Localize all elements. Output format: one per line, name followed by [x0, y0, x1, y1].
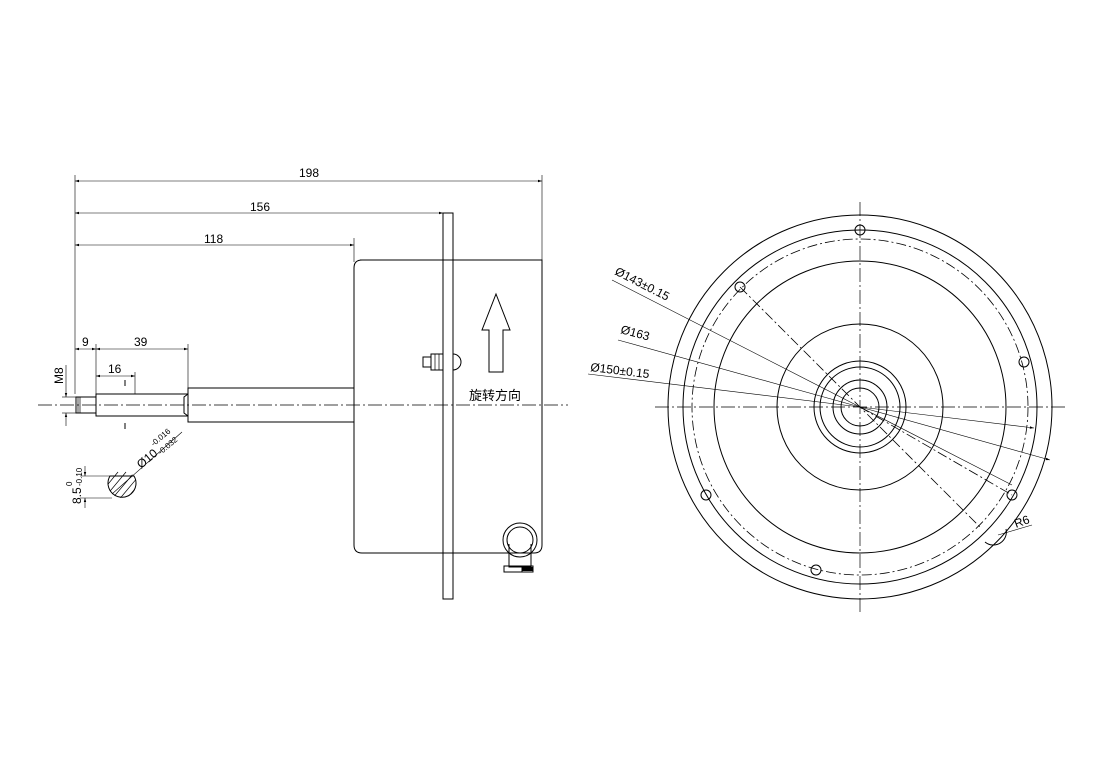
- flange-bolt: [422, 353, 462, 371]
- boss-mid-circle: [819, 366, 901, 448]
- dim-9-label: 9: [82, 335, 89, 349]
- dim-39-label: 39: [134, 335, 148, 349]
- dim-flange-length: 156: [75, 200, 443, 215]
- leader-pcd-143: [611, 279, 861, 408]
- hub-circle: [776, 323, 944, 491]
- body-circle: [713, 260, 1007, 554]
- shaft: [75, 387, 355, 423]
- dim-keyway: 16: [96, 362, 136, 394]
- front-view: Ø143±0.15 Ø163 Ø150±0.15 R6: [587, 202, 1065, 612]
- shaft-diameter-label: Ø10 -0.016 -0.032: [134, 426, 180, 471]
- dim-156-label: 156: [250, 200, 270, 214]
- shaft-flat-tol-upper: 0: [65, 481, 74, 486]
- dim-118-label: 118: [204, 232, 223, 246]
- dim-overall-length: 198: [74, 166, 543, 394]
- dim-m8-label: M8: [52, 367, 66, 384]
- leader-pcd-143-ext: [859, 406, 1013, 486]
- dim-thread: M8: [52, 365, 76, 426]
- label-radius-r6: R6: [1012, 512, 1032, 531]
- label-pcd-143: Ø143±0.15: [613, 264, 672, 304]
- boss-outer-circle: [813, 360, 907, 454]
- shaft-flat-tol-lower: -0.10: [75, 467, 84, 486]
- cable-gland: [502, 522, 538, 573]
- rotation-label: 旋转方向: [469, 388, 521, 404]
- shaft-flat-value: 8.5: [70, 487, 84, 504]
- side-view: 旋转方向 198 156 118: [38, 166, 568, 600]
- dim-16-label: 16: [108, 362, 122, 376]
- leader-dia-150-ext: [859, 406, 1035, 429]
- motor-body: [353, 259, 543, 554]
- mounting-hole: [1006, 489, 1018, 501]
- mounting-hole: [854, 224, 866, 236]
- hole-diagonal-2: [859, 406, 1013, 496]
- mounting-hole: [810, 564, 822, 576]
- dim-body-length: 118: [75, 232, 355, 262]
- mounting-hole: [1018, 356, 1030, 368]
- bolt-circle: [691, 238, 1029, 576]
- mounting-hole: [734, 281, 746, 293]
- dim-198-label: 198: [299, 166, 319, 180]
- leader-radius-r6: [997, 524, 1033, 536]
- mounting-hole: [700, 489, 712, 501]
- shaft-flat-label: 8.5 0 -0.10: [65, 467, 84, 504]
- dim-shaft: 9 39: [75, 335, 189, 394]
- leader-dia-150: [587, 373, 861, 408]
- flange-outer-circle: [667, 214, 1053, 600]
- shaft-circle: [840, 387, 880, 427]
- leader-dia-163-ext: [859, 406, 1051, 461]
- boss-inner-circle: [832, 379, 888, 435]
- flange-inner-circle: [682, 229, 1038, 585]
- mounting-flange: [442, 212, 454, 600]
- rotation-arrow: [481, 292, 511, 373]
- leader-dia-163: [617, 339, 861, 408]
- shaft-section: [80, 431, 183, 508]
- label-dia-163: Ø163: [619, 322, 651, 343]
